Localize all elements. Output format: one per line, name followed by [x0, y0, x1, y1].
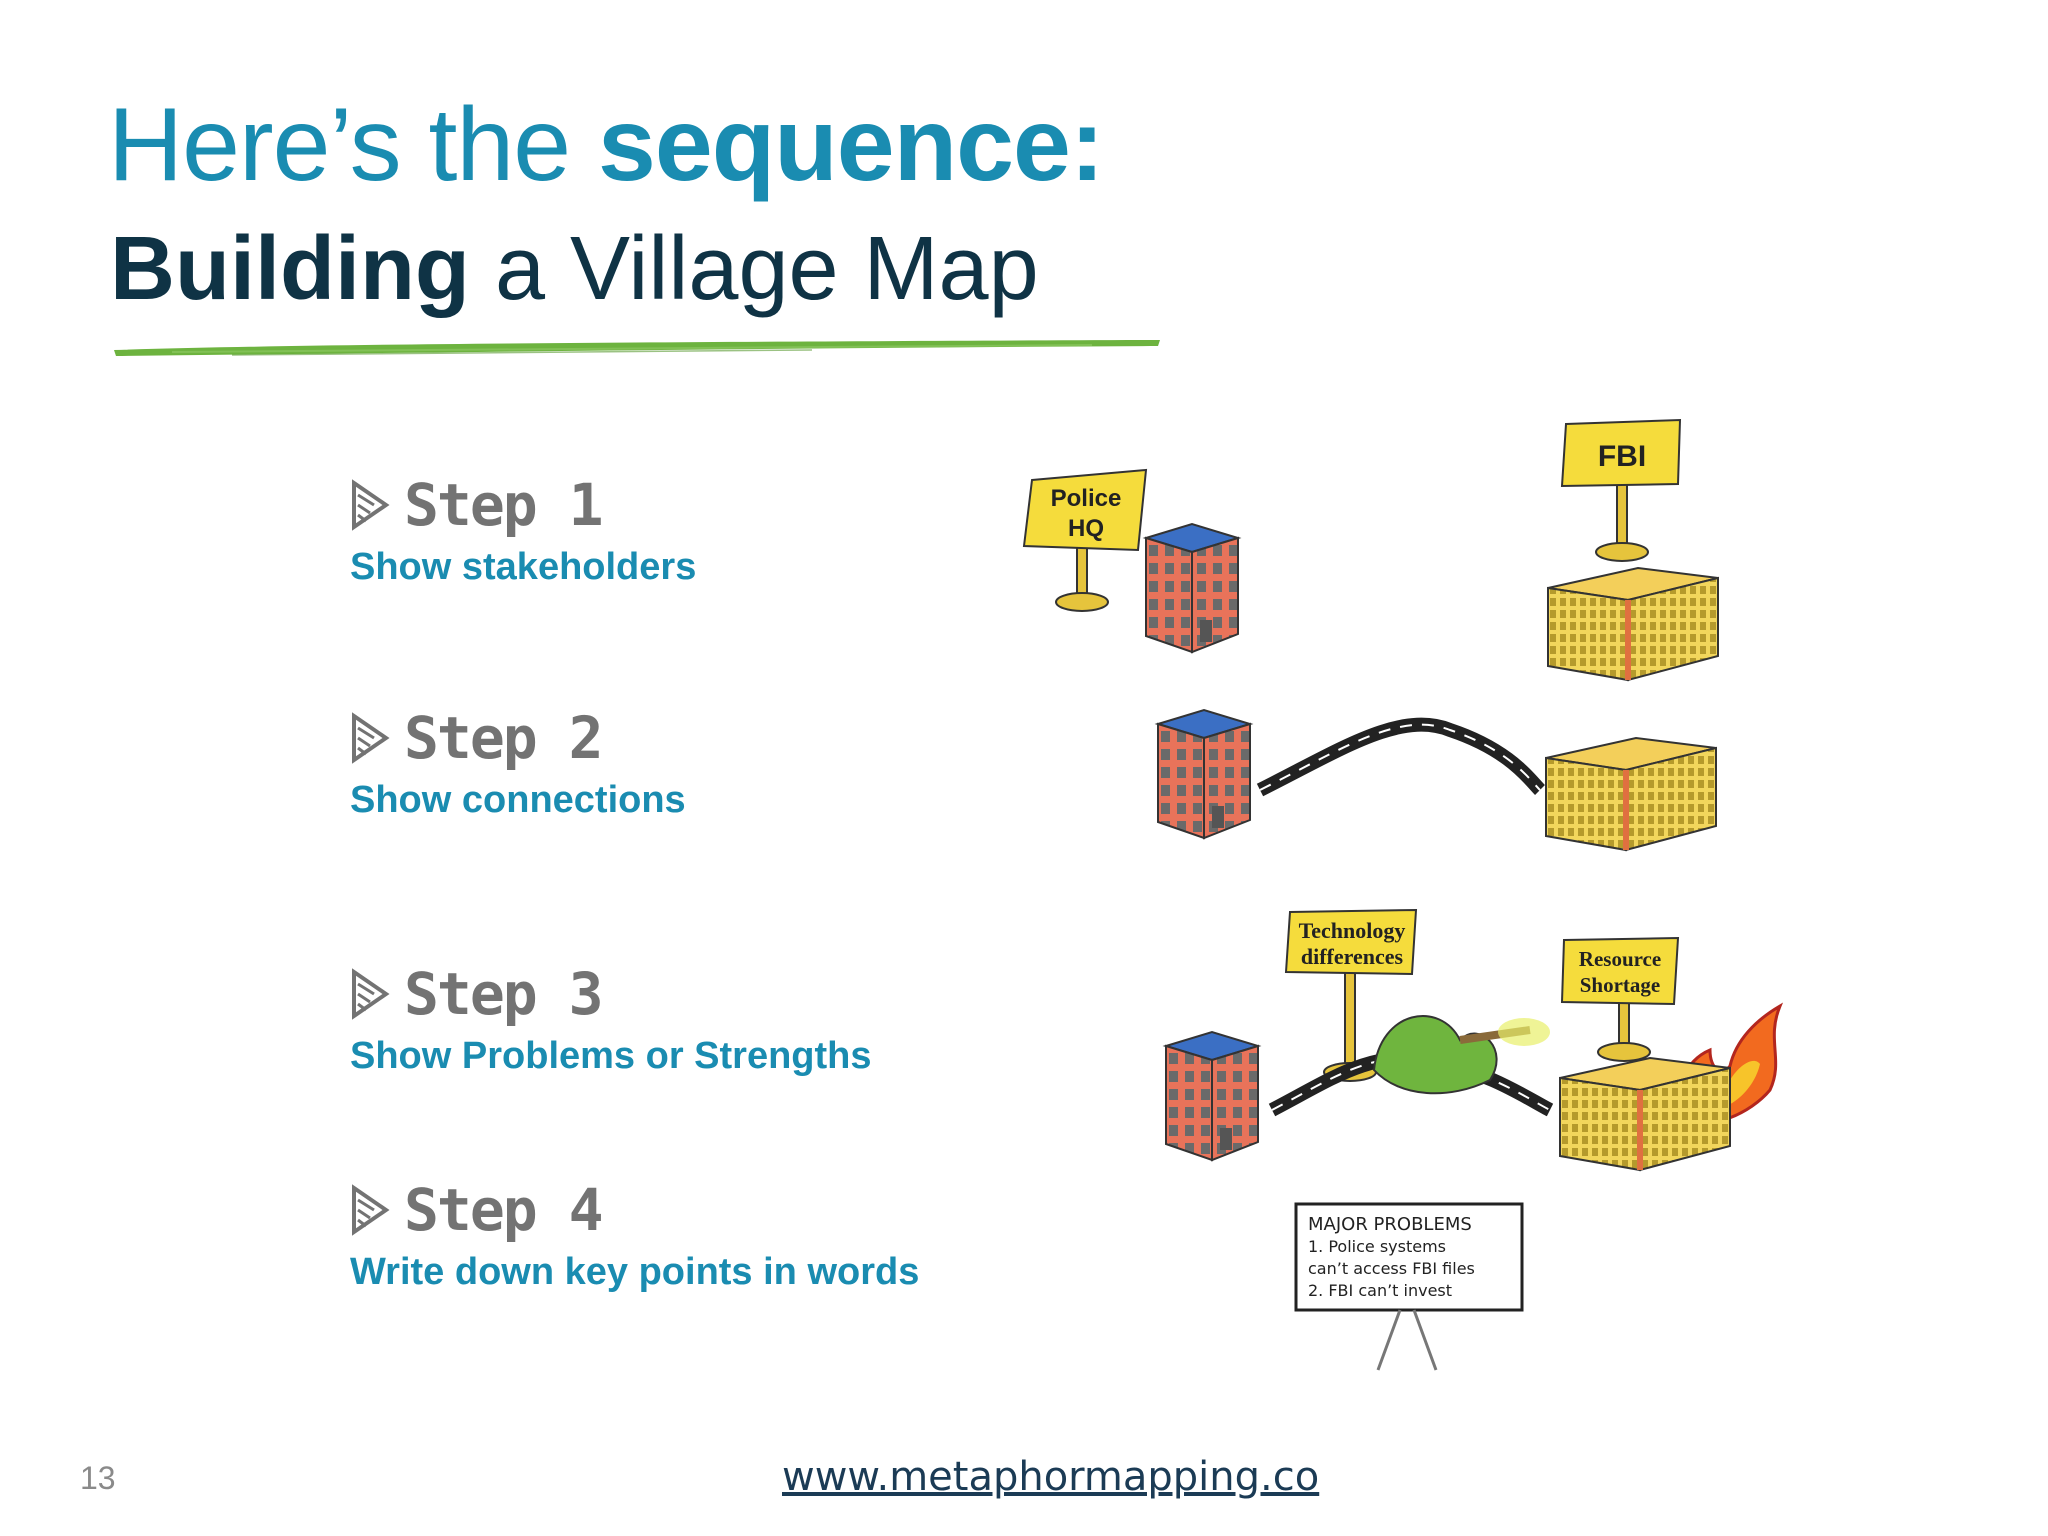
- subtitle-bold: Building: [110, 219, 470, 319]
- title-bold: sequence:: [598, 87, 1104, 203]
- step-label: Step 1: [404, 471, 604, 539]
- police-building: [1157, 709, 1251, 839]
- page-number: 13: [80, 1460, 116, 1496]
- fbi-building: [1560, 1058, 1730, 1170]
- police-building: [1145, 523, 1239, 653]
- slide-subtitle: Building a Village Map: [110, 218, 1039, 321]
- svg-text:Technology: Technology: [1299, 918, 1406, 943]
- svg-text:Police: Police: [1051, 485, 1122, 512]
- road: [1256, 717, 1546, 797]
- technology-differences-sign: Technology differences: [1284, 908, 1418, 1082]
- fbi-building: [1546, 738, 1716, 850]
- step-3: Step 3 Show Problems or Strengths: [350, 959, 1050, 1078]
- fallen-tree: [1372, 1015, 1550, 1095]
- police-building: [1165, 1031, 1259, 1161]
- step-description: Show stakeholders: [350, 546, 697, 588]
- website-link[interactable]: www.metaphormapping.co: [782, 1454, 1320, 1500]
- police-hq-sign: Police HQ: [1022, 468, 1148, 612]
- svg-text:can’t access FBI files: can’t access FBI files: [1308, 1259, 1475, 1278]
- step-description: Show connections: [350, 779, 686, 821]
- major-problems-board: MAJOR PROBLEMS 1. Police systems can’t a…: [1294, 1202, 1524, 1371]
- village-map-illustration: Police HQ FBI Technology differences Res…: [1022, 418, 1784, 1371]
- fbi-building: [1548, 568, 1718, 680]
- svg-text:1. Police systems: 1. Police systems: [1308, 1237, 1446, 1256]
- svg-text:differences: differences: [1301, 944, 1404, 969]
- step-1: Step 1 Show stakeholders: [350, 470, 1050, 589]
- svg-text:Resource: Resource: [1579, 947, 1661, 971]
- svg-text:FBI: FBI: [1598, 440, 1646, 473]
- svg-text:Shortage: Shortage: [1580, 973, 1661, 997]
- triangle-arrow-icon: [352, 1184, 390, 1236]
- triangle-arrow-icon: [352, 712, 390, 764]
- title-light: Here’s the: [108, 87, 571, 203]
- subtitle-rest: a Village Map: [494, 219, 1039, 319]
- fbi-sign: FBI: [1560, 418, 1682, 562]
- triangle-arrow-icon: [352, 479, 390, 531]
- svg-text:MAJOR PROBLEMS: MAJOR PROBLEMS: [1308, 1214, 1472, 1235]
- step-label: Step 4: [404, 1176, 604, 1244]
- resource-shortage-sign: Resource Shortage: [1560, 936, 1680, 1062]
- svg-text:2. FBI can’t invest: 2. FBI can’t invest: [1308, 1281, 1452, 1300]
- triangle-arrow-icon: [352, 968, 390, 1020]
- step-4: Step 4 Write down key points in words: [350, 1175, 1050, 1294]
- svg-text:HQ: HQ: [1068, 515, 1104, 542]
- step-label: Step 2: [404, 704, 604, 772]
- green-brush-stroke: [114, 340, 1160, 356]
- step-label: Step 3: [404, 960, 604, 1028]
- slide-title: Here’s the sequence:: [108, 86, 1104, 205]
- step-description: Write down key points in words: [350, 1251, 920, 1293]
- step-description: Show Problems or Strengths: [350, 1035, 872, 1077]
- step-2: Step 2 Show connections: [350, 703, 1050, 822]
